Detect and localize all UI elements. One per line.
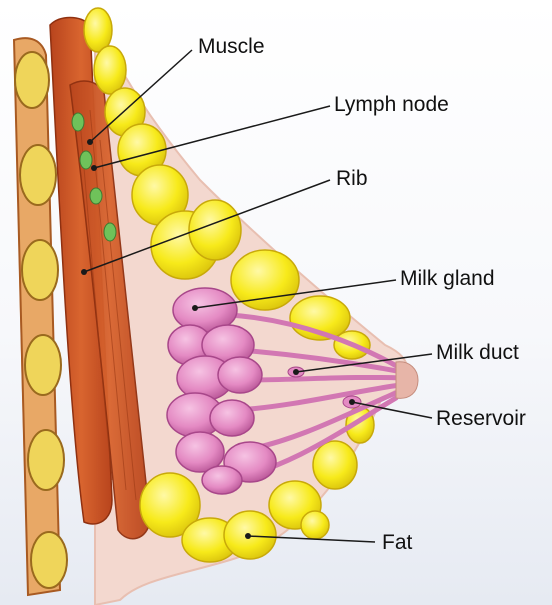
label-reservoir: Reservoir <box>436 408 526 429</box>
label-fat: Fat <box>382 532 412 553</box>
label-rib: Rib <box>336 168 368 189</box>
label-lymph-node: Lymph node <box>334 94 449 115</box>
label-milk-duct: Milk duct <box>436 342 519 363</box>
nipple <box>396 362 418 399</box>
rib-strip <box>14 38 60 595</box>
label-milk-gland: Milk gland <box>400 268 495 289</box>
label-muscle: Muscle <box>198 36 265 57</box>
